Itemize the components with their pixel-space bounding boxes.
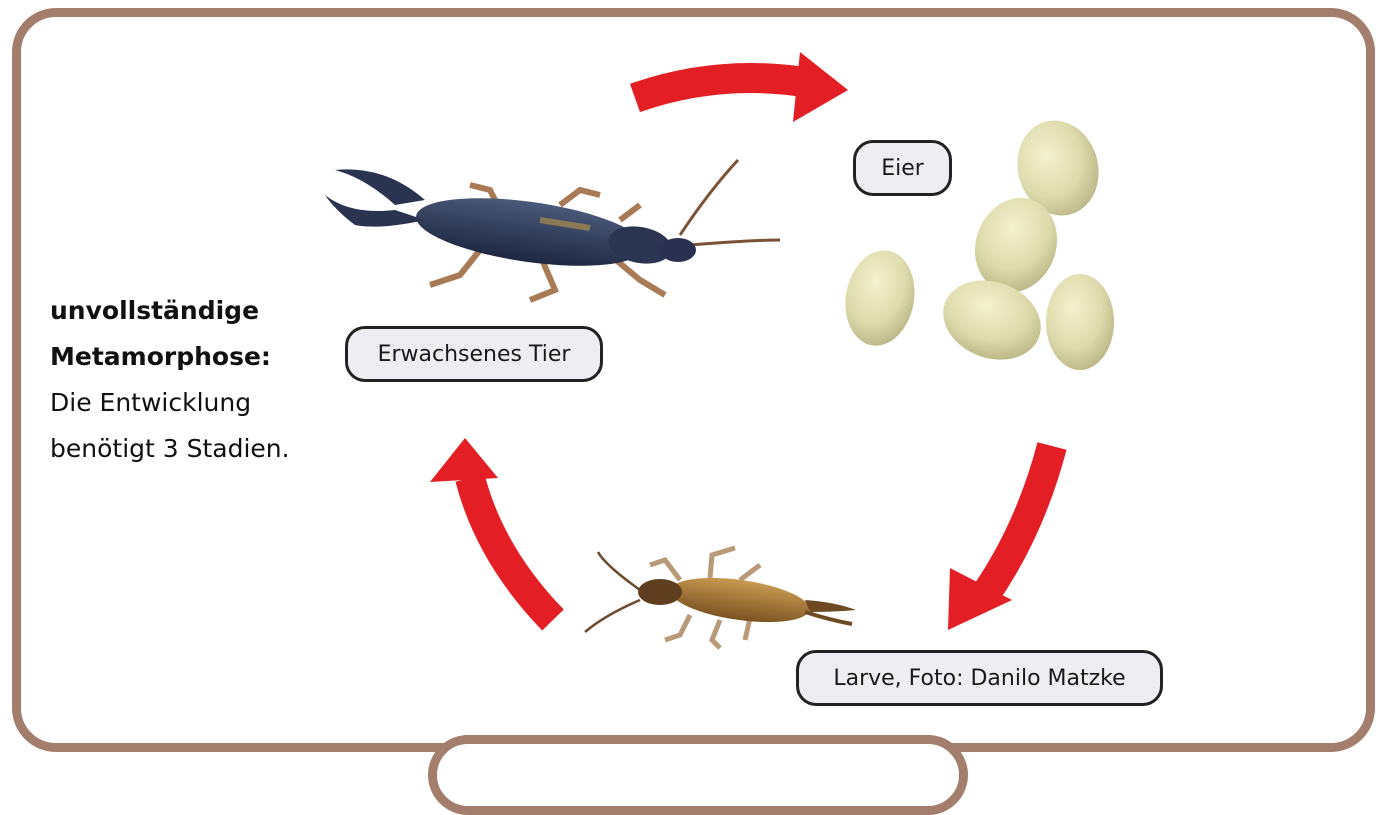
- description-line-2: Metamorphose:: [50, 334, 290, 380]
- larva-label: Larve, Foto: Danilo Matzke: [796, 650, 1163, 706]
- adult-earwig-image: [325, 160, 780, 300]
- description-line-3: Die Entwicklung: [50, 380, 290, 426]
- bottom-title-tab: [428, 735, 968, 815]
- adult-label: Erwachsenes Tier: [345, 326, 603, 382]
- description-line-1: unvollständige: [50, 288, 290, 334]
- larva-earwig-image: [585, 548, 856, 648]
- metamorphosis-description: unvollständige Metamorphose: Die Entwick…: [50, 288, 290, 472]
- arrow-larva-to-adult-icon: [430, 438, 553, 620]
- eggs-label: Eier: [853, 140, 952, 196]
- description-line-4: benötigt 3 Stadien.: [50, 426, 290, 472]
- arrow-eggs-to-larva-icon: [948, 446, 1052, 630]
- arrow-adult-to-eggs-icon: [635, 52, 848, 122]
